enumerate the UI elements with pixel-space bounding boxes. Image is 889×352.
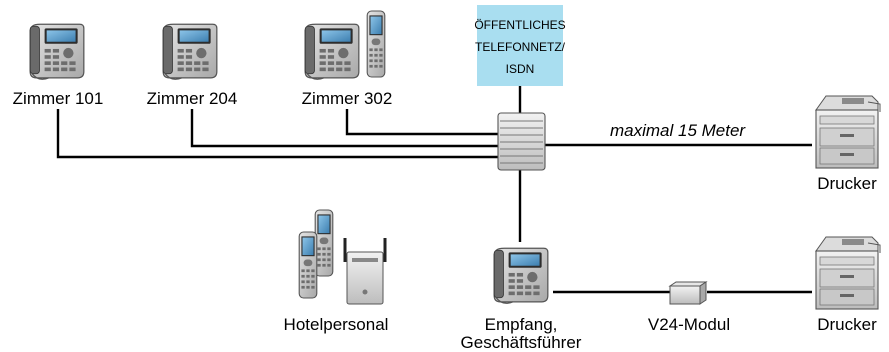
device-zimmer-302: Zimmer 302 [302,10,393,108]
reception-label-line-2: Geschäftsführer [461,333,582,352]
handset-icon [366,10,386,78]
device-printer-top: Drucker [815,95,881,193]
hotel-staff-label: Hotelpersonal [284,315,389,334]
printer-bottom-label: Drucker [817,315,877,334]
printer-top-label: Drucker [817,174,877,193]
wire-zimmer-302 [345,109,498,136]
base-station-icon [343,238,387,305]
device-hotel-staff: Hotelpersonal [284,209,389,334]
pstn-line-2: TELEFONNETZ/ [475,40,566,54]
printer-icon [815,236,881,310]
connection-lines [56,86,812,294]
pstn-line-3: ISDN [506,62,535,76]
device-zimmer-204: Zimmer 204 [147,23,238,108]
handset-icon [314,209,334,277]
wire-zimmer-204 [190,109,498,148]
device-v24-module: V24-Modul [648,281,730,334]
pbx-switch-icon [497,112,546,171]
zimmer-204-label: Zimmer 204 [147,89,238,108]
device-reception: Empfang, Geschäftsführer [461,247,582,352]
device-printer-bottom: Drucker [815,236,881,334]
module-box-icon [668,281,708,305]
desk-phone-icon [304,23,360,80]
desk-phone-icon [29,23,85,80]
zimmer-302-label: Zimmer 302 [302,89,393,108]
device-zimmer-101: Zimmer 101 [13,23,104,108]
v24-module-label: V24-Modul [648,315,730,334]
pstn-box: ÖFFENTLICHES TELEFONNETZ/ ISDN [474,5,566,86]
desk-phone-icon [162,23,218,80]
pstn-box-background [477,5,563,86]
pstn-line-1: ÖFFENTLICHES [474,18,565,32]
cable-length-note: maximal 15 Meter [610,121,746,140]
zimmer-101-label: Zimmer 101 [13,89,104,108]
printer-icon [815,95,881,169]
desk-phone-icon [493,247,549,304]
reception-label-line-1: Empfang, [485,315,558,334]
wire-zimmer-101 [56,109,498,159]
handset-icon [298,231,318,299]
